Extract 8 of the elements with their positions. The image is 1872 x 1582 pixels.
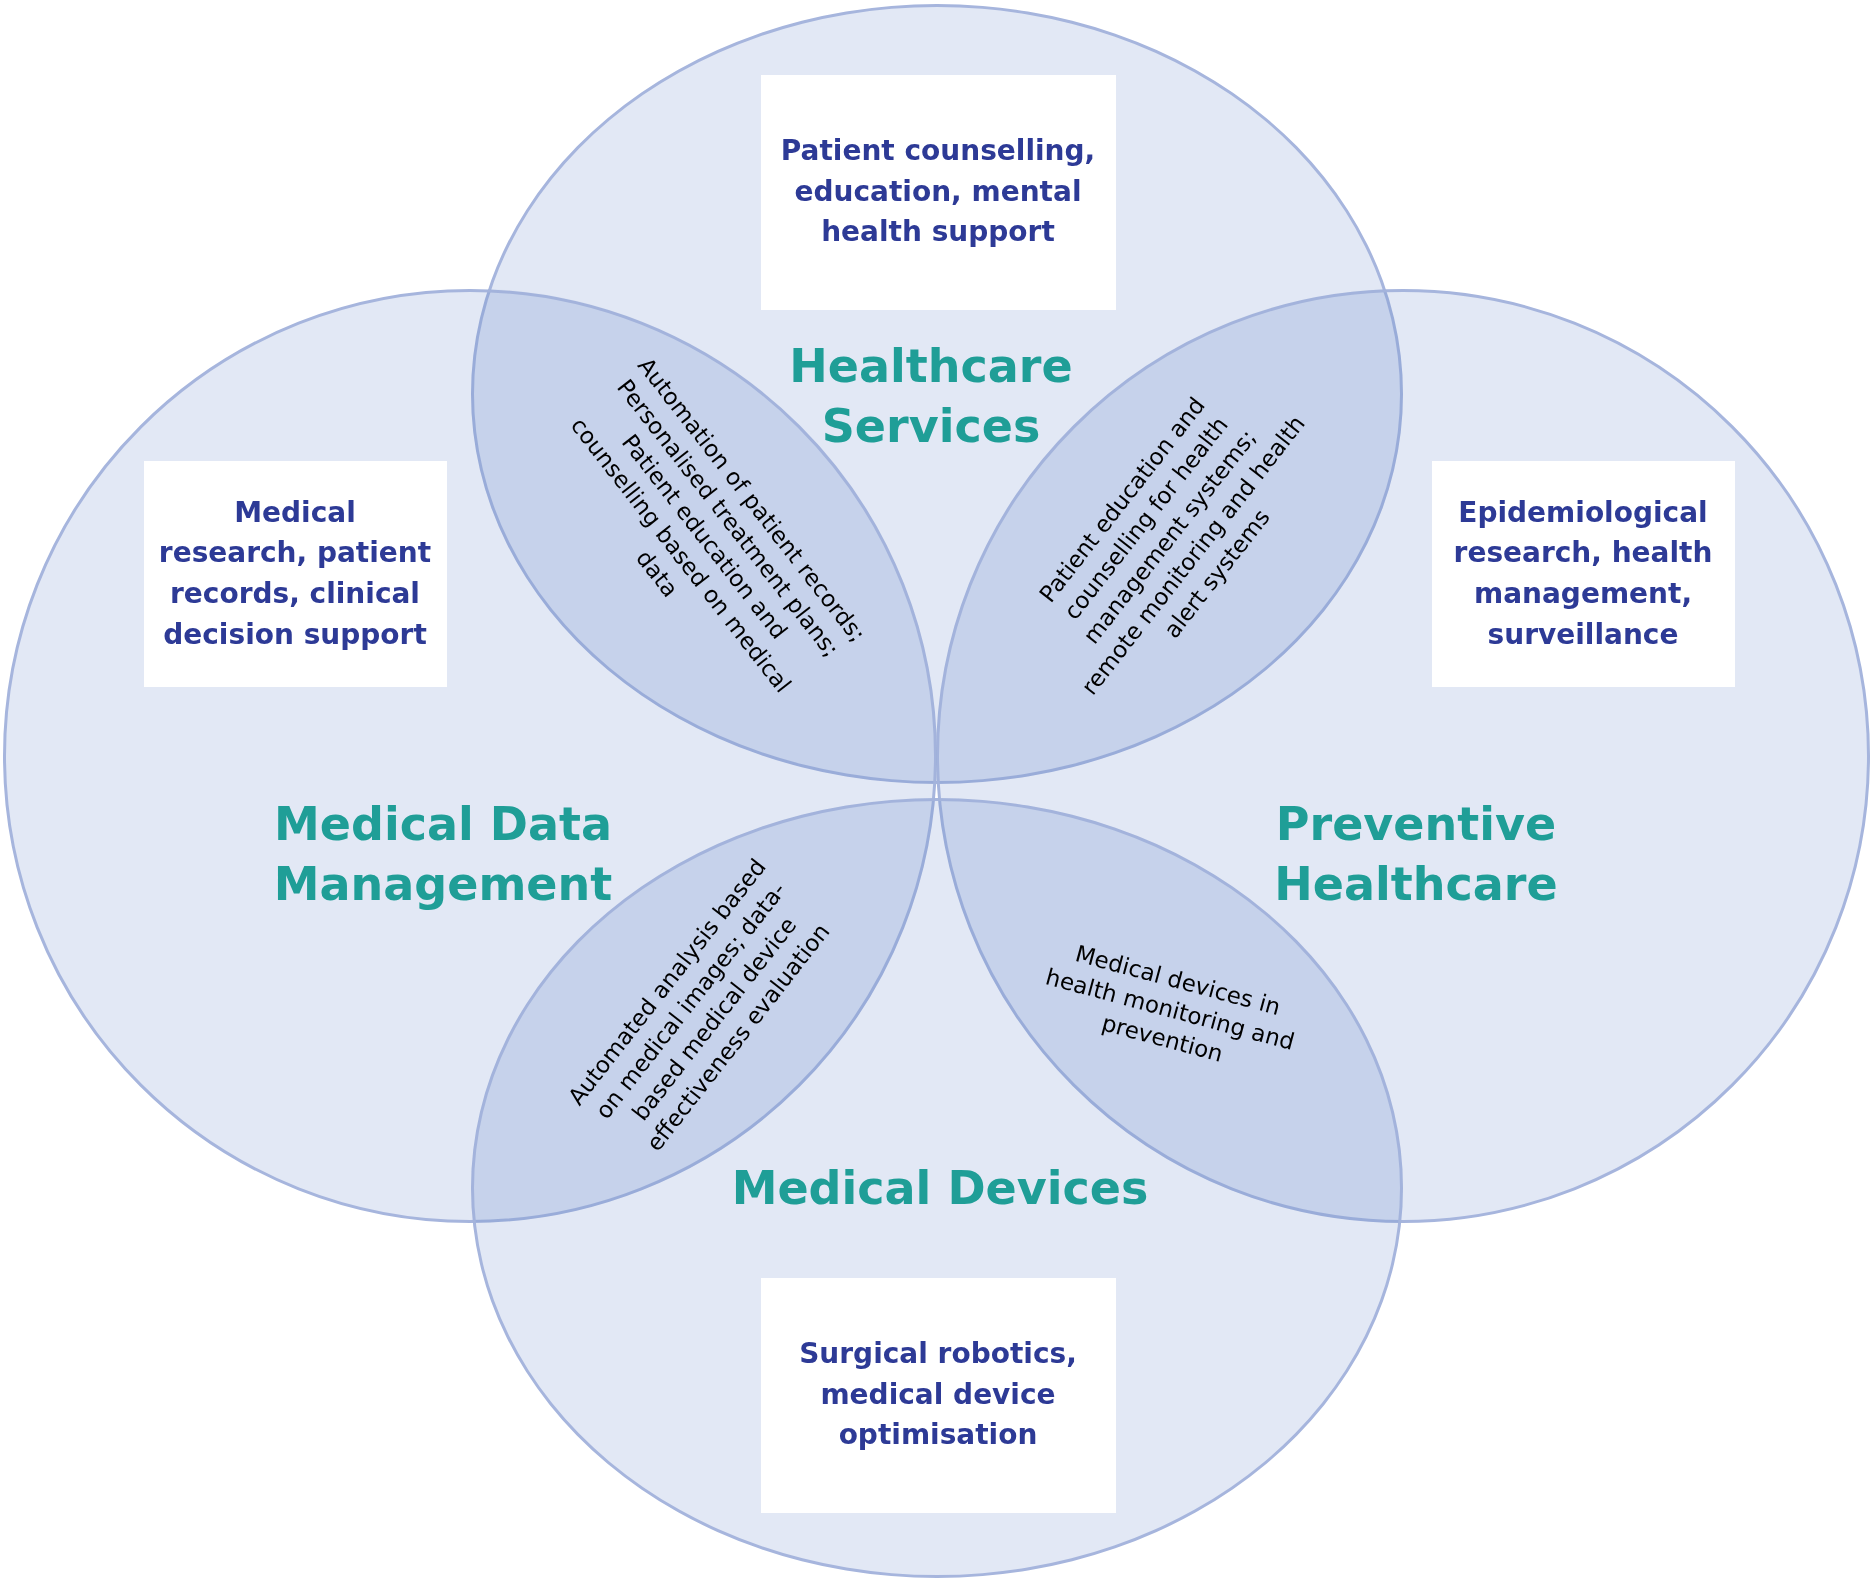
description-box: Medical research, patient records, clinical decision support (143, 461, 447, 687)
circle-heading: Healthcare Services (788, 338, 1074, 455)
circle-heading: Preventive Healthcare (1273, 796, 1559, 913)
description-box: Epidemiological research, health management, surveillance (1431, 461, 1735, 687)
description-box: Surgical robotics, medical device optimisation (760, 1277, 1116, 1513)
description-box: Patient counselling, education, mental health support (760, 74, 1116, 310)
circle-heading: Medical Data Management (272, 796, 614, 913)
circle-heading: Medical Devices (730, 1160, 1150, 1218)
